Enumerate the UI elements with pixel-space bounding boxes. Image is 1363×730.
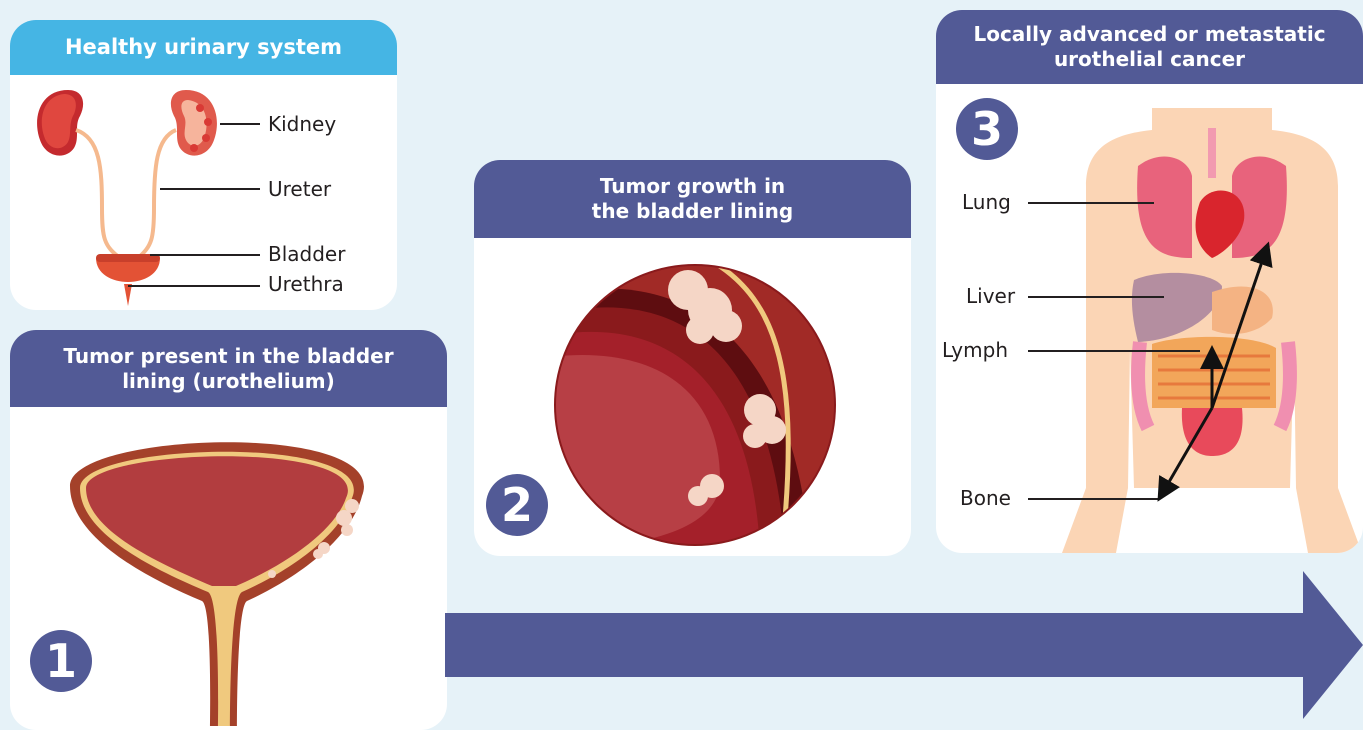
- bladder-pointer: [150, 254, 260, 256]
- stage2-number-badge: 2: [486, 474, 548, 536]
- ureter-label: Ureter: [268, 177, 331, 201]
- urinary-system-illustration: [30, 78, 260, 308]
- kidney-pointer: [220, 123, 260, 125]
- urethra-pointer: [128, 285, 260, 287]
- stage2-card: Tumor growth in the bladder lining 2: [474, 160, 911, 556]
- stage2-title-line2: the bladder lining: [592, 199, 793, 224]
- stage1-number-badge: 1: [30, 630, 92, 692]
- ureter-pointer: [160, 188, 260, 190]
- progression-arrow: [445, 571, 1363, 719]
- tumor-growth-magnified-illustration: [550, 260, 840, 550]
- stage2-title: Tumor growth in the bladder lining: [474, 160, 911, 238]
- stage1-title-text: Tumor present in the bladder lining (uro…: [40, 344, 417, 394]
- healthy-urinary-title: Healthy urinary system: [10, 20, 397, 75]
- stage1-card: Tumor present in the bladder lining (uro…: [10, 330, 447, 730]
- kidney-label: Kidney: [268, 112, 336, 136]
- healthy-urinary-card: Healthy urinary system Kidney Ureter Bla…: [10, 20, 397, 310]
- stage2-title-line1: Tumor growth in: [600, 174, 785, 199]
- bladder-cross-section-illustration: [62, 426, 392, 726]
- stage1-title: Tumor present in the bladder lining (uro…: [10, 330, 447, 407]
- bladder-label: Bladder: [268, 242, 345, 266]
- stage3-card: Locally advanced or metastatic urothelia…: [936, 10, 1363, 553]
- metastasis-arrows: [936, 10, 1363, 553]
- urethra-label: Urethra: [268, 272, 344, 296]
